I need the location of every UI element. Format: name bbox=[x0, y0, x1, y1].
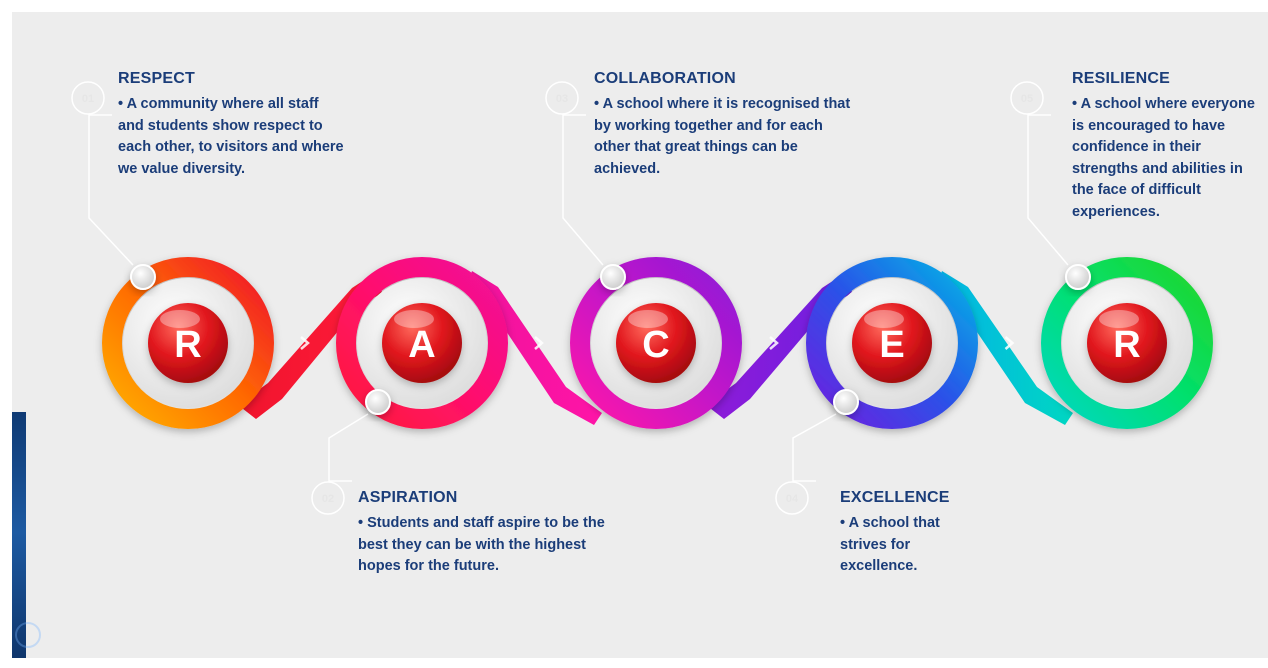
step-number: 05 bbox=[1021, 93, 1033, 105]
bubble-highlight bbox=[160, 310, 200, 328]
bubble-highlight bbox=[394, 310, 434, 328]
race-values-diagram: R A C E R 01 02 03 04 05 RESPECT • A community w… bbox=[12, 12, 1268, 658]
ring-collaboration: C bbox=[570, 257, 742, 429]
step-description: • A community where all staff and studen… bbox=[118, 96, 344, 177]
step-description: • A school where everyone is encouraged … bbox=[1072, 96, 1255, 220]
step-title: EXCELLENCE bbox=[840, 489, 950, 506]
callout-line bbox=[792, 413, 837, 482]
step-description: • A school that strives for excellence. bbox=[840, 515, 940, 574]
step-resilience: RESILIENCE • A school where everyone is … bbox=[1072, 70, 1268, 223]
ring-outline bbox=[570, 257, 742, 429]
bubble-highlight bbox=[628, 310, 668, 328]
chevron-icon bbox=[1004, 336, 1015, 350]
edge-decoration bbox=[12, 412, 41, 658]
callout-line bbox=[328, 413, 369, 482]
letter-bubble bbox=[382, 303, 462, 383]
step-respect: RESPECT • A community where all staff an… bbox=[118, 70, 378, 180]
step-number-badge bbox=[1010, 81, 1044, 115]
step-number: 04 bbox=[786, 493, 799, 505]
value-letter: R bbox=[174, 324, 201, 366]
callout-respect: 01 bbox=[71, 81, 156, 290]
step-excellence: EXCELLENCE • A school that strives for e… bbox=[840, 489, 1040, 578]
callout-line bbox=[562, 114, 604, 266]
step-title: ASPIRATION bbox=[358, 489, 458, 506]
callout-resilience: 05 bbox=[1010, 81, 1091, 290]
letter-bubble bbox=[616, 303, 696, 383]
callout-collaboration: 03 bbox=[545, 81, 626, 290]
step-collaboration: COLLABORATION • A school where it is rec… bbox=[594, 70, 874, 180]
callout-knob bbox=[600, 264, 626, 290]
ring-resilience: R bbox=[1041, 257, 1213, 429]
step-number-badge bbox=[775, 481, 809, 515]
value-letter: E bbox=[879, 324, 904, 366]
ring-outline bbox=[1041, 257, 1213, 429]
chevron-icon bbox=[769, 336, 779, 350]
ring-aspiration: A bbox=[336, 257, 508, 429]
value-letter: C bbox=[642, 324, 669, 366]
letter-bubble bbox=[852, 303, 932, 383]
step-aspiration: ASPIRATION • Students and staff aspire t… bbox=[358, 489, 638, 578]
value-letter: R bbox=[1113, 324, 1140, 366]
ring-excellence: E bbox=[806, 257, 978, 429]
callout-knob bbox=[833, 389, 859, 415]
chevron-icon bbox=[300, 336, 310, 350]
letter-bubble bbox=[148, 303, 228, 383]
ring-outline bbox=[806, 257, 978, 429]
step-description: • A school where it is recognised that b… bbox=[594, 96, 851, 177]
bubble-highlight bbox=[1099, 310, 1139, 328]
callout-aspiration: 02 bbox=[311, 389, 391, 515]
letter-bubble bbox=[1087, 303, 1167, 383]
callout-line bbox=[1027, 114, 1069, 266]
callout-excellence: 04 bbox=[775, 389, 859, 515]
callout-line bbox=[88, 114, 134, 266]
callout-lines: 01 02 03 04 05 bbox=[71, 81, 1091, 515]
callout-knob bbox=[130, 264, 156, 290]
step-number-badge bbox=[311, 481, 345, 515]
ring-outline bbox=[336, 257, 508, 429]
step-number-badge bbox=[545, 81, 579, 115]
step-title: RESILIENCE bbox=[1072, 70, 1171, 87]
step-title: RESPECT bbox=[118, 70, 195, 87]
ring-respect: R bbox=[102, 257, 274, 429]
step-title: COLLABORATION bbox=[594, 70, 736, 87]
callout-knob bbox=[365, 389, 391, 415]
step-number: 02 bbox=[322, 493, 334, 505]
step-number: 03 bbox=[556, 93, 568, 105]
ring-outline bbox=[102, 257, 274, 429]
race-ring-chain: R A C E R 01 02 03 04 05 bbox=[71, 81, 1213, 515]
callout-knob bbox=[1065, 264, 1091, 290]
step-number: 01 bbox=[82, 93, 94, 105]
value-letter: A bbox=[408, 324, 435, 366]
step-description: • Students and staff aspire to be the be… bbox=[358, 515, 605, 574]
step-number-badge bbox=[71, 81, 105, 115]
bubble-highlight bbox=[864, 310, 904, 328]
chevron-icon bbox=[534, 336, 544, 350]
